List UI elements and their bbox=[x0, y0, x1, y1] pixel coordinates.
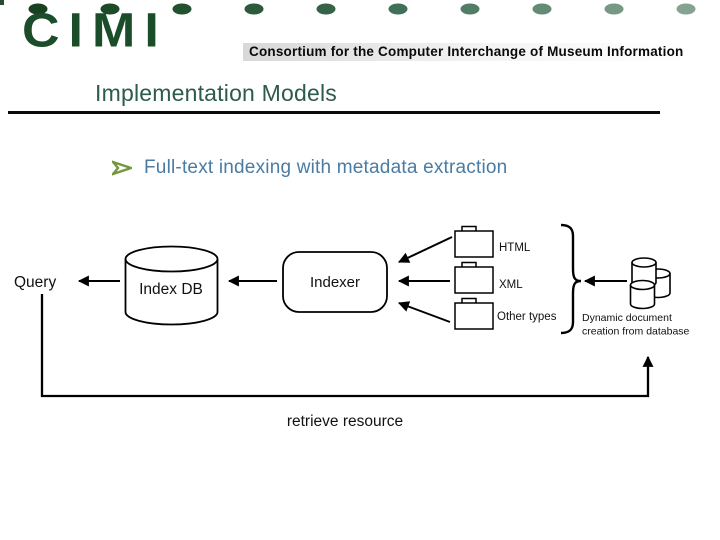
indexer-label: Indexer bbox=[310, 274, 360, 291]
source-label-html: HTML bbox=[499, 242, 531, 254]
cimi-logo: CIMI bbox=[22, 4, 168, 58]
dynamic-note-line1: Dynamic document bbox=[582, 312, 672, 324]
folder-icon-xml bbox=[454, 261, 494, 294]
header-dot bbox=[532, 3, 552, 15]
header-dot bbox=[172, 3, 192, 15]
index-db-label: Index DB bbox=[139, 281, 203, 298]
folder-icon-other-types bbox=[454, 297, 494, 330]
header-dot bbox=[100, 3, 120, 15]
query-label: Query bbox=[14, 274, 56, 291]
arrow-other-to-indexer bbox=[397, 301, 451, 323]
title-underline bbox=[8, 111, 660, 114]
indexer-box: Indexer bbox=[282, 251, 388, 313]
grouping-brace bbox=[560, 223, 582, 335]
header-dot bbox=[316, 3, 336, 15]
page-title: Implementation Models bbox=[95, 80, 337, 106]
bullet-item: Full-text indexing with metadata extract… bbox=[112, 157, 507, 179]
header-dot bbox=[28, 3, 48, 15]
header-dot bbox=[388, 3, 408, 15]
source-label-other-types: Other types bbox=[497, 311, 557, 323]
dynamic-note-line2: creation from database bbox=[582, 326, 690, 338]
header-dot bbox=[676, 3, 696, 15]
database-cluster-icon bbox=[629, 257, 671, 310]
index-db-cylinder: Index DB bbox=[124, 245, 219, 326]
retrieve-resource-label: retrieve resource bbox=[287, 413, 403, 430]
source-label-xml: XML bbox=[499, 279, 523, 291]
bullet-arrow-icon bbox=[112, 160, 132, 176]
arrow-html-to-indexer bbox=[398, 236, 453, 263]
retrieve-path-arrow bbox=[40, 294, 654, 398]
header-dots bbox=[28, 3, 696, 15]
logo-subtitle: Consortium for the Computer Interchange … bbox=[243, 43, 690, 61]
header-dot bbox=[460, 3, 480, 15]
header-dot bbox=[244, 3, 264, 15]
folder-icon-html bbox=[454, 225, 494, 258]
header-dot bbox=[604, 3, 624, 15]
bullet-text: Full-text indexing with metadata extract… bbox=[144, 157, 508, 178]
corner-artifact bbox=[0, 0, 4, 5]
indexing-diagram: Query Index DB Indexer HTML XML O bbox=[14, 223, 690, 430]
